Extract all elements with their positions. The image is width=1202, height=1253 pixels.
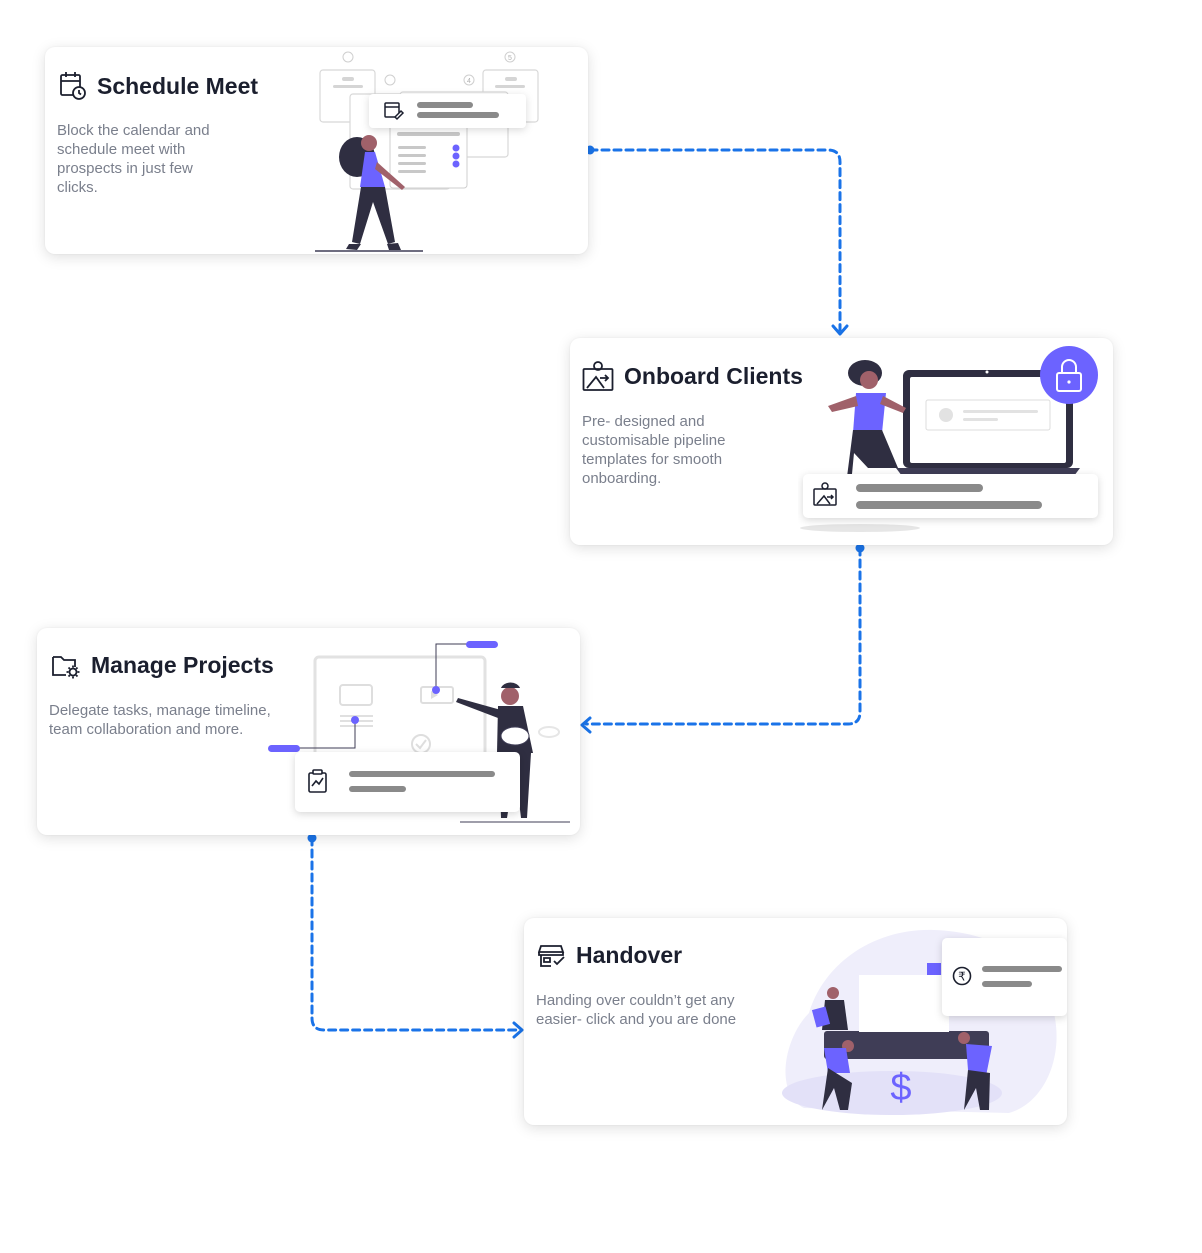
folder-gear-icon <box>51 653 81 679</box>
rupee-symbol: ₹ <box>958 970 966 984</box>
manage-projects-illustration <box>268 641 570 823</box>
step-title: Handover <box>576 942 683 968</box>
step-title-row: Handover <box>538 942 682 969</box>
schedule-meet-illustration: 5 4 <box>315 51 539 252</box>
step-title: Onboard Clients <box>624 362 803 389</box>
step-title: Schedule Meet <box>97 72 259 99</box>
step-card-schedule-meet[interactable]: Schedule Meet Block the calendar and sch… <box>45 47 588 254</box>
arrowhead-right <box>512 1021 524 1039</box>
step-description: Pre- designed and customisable pipeline … <box>582 413 726 487</box>
step-card-handover[interactable]: Handover Handing over couldn’t get any e… <box>524 918 1067 1125</box>
step-title: Manage Projects <box>91 652 274 678</box>
connector-1-to-2 <box>588 148 842 332</box>
step-description: Handing over couldn’t get any easier- cl… <box>536 992 737 1028</box>
step-title-row: Manage Projects <box>51 652 274 679</box>
step-number-4: 4 <box>467 78 471 85</box>
connector-3-to-4 <box>310 836 520 1032</box>
arrowhead-down <box>831 324 849 336</box>
onboard-clients-illustration <box>800 346 1098 532</box>
dollar-symbol: $ <box>890 1067 911 1109</box>
client-onboard-icon <box>582 360 614 392</box>
step-card-onboard-clients[interactable]: Onboard Clients Pre- designed and custom… <box>570 338 1113 545</box>
step-description: Delegate tasks, manage timeline, team co… <box>49 702 271 738</box>
step-title-row: Onboard Clients <box>582 360 803 392</box>
step-card-manage-projects[interactable]: Manage Projects Delegate tasks, manage t… <box>37 628 580 835</box>
handover-store-icon <box>538 943 566 969</box>
step-title-row: Schedule Meet <box>59 71 258 101</box>
arrowhead-left <box>580 716 592 734</box>
handover-illustration: $ ₹ <box>782 929 1067 1115</box>
step-description: Block the calendar and schedule meet wit… <box>57 122 210 196</box>
connector-2-to-3 <box>584 546 862 726</box>
step-number-5: 5 <box>508 55 512 62</box>
calendar-clock-icon <box>59 71 87 101</box>
